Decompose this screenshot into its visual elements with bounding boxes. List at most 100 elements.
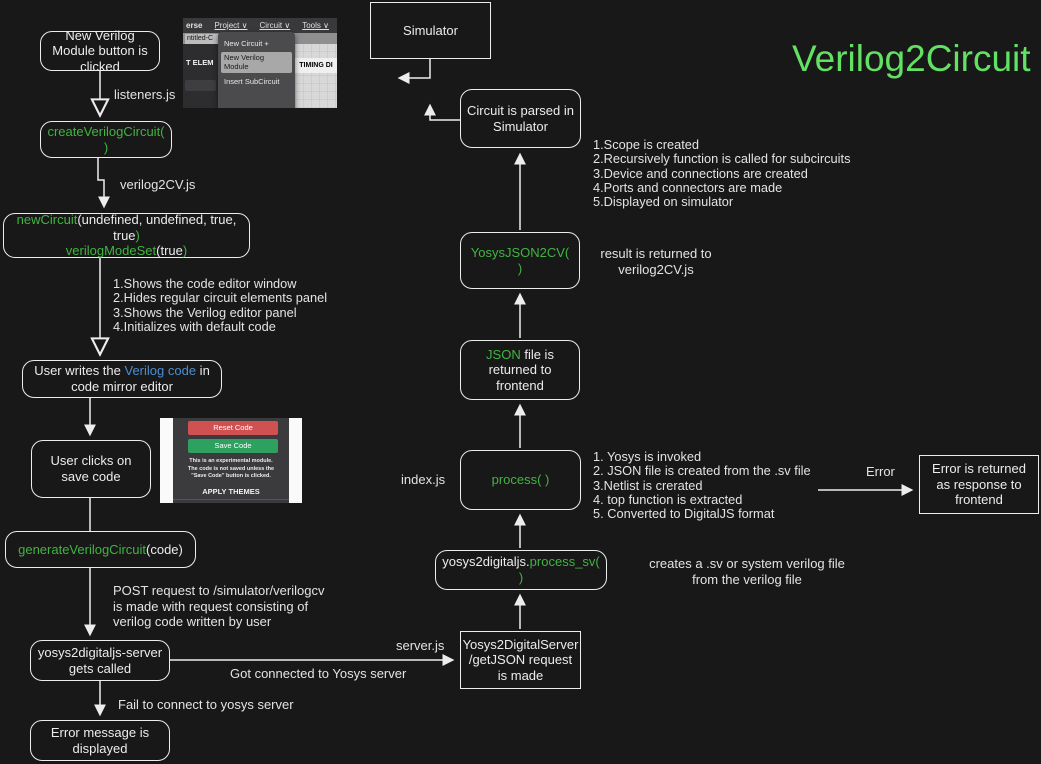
menu-item-project: Project ∨ (214, 21, 248, 30)
annotation-line: 4.Initializes with default code (113, 318, 276, 334)
arrow-simulator-out (397, 59, 431, 84)
verilog-code-link: Verilog code (124, 363, 197, 379)
apply-themes-label: APPLY THEMES (202, 487, 260, 496)
node-label: User writes the Verilog code in code mir… (29, 363, 215, 394)
node-user-writes: User writes the Verilog code in code mir… (22, 360, 222, 398)
circuitverse-logo: erse (186, 21, 203, 30)
annotation-line: 4.Ports and connectors are made (593, 179, 783, 195)
code-fn: newCircuit (16, 212, 78, 228)
annotation-line: 2. JSON file is created from the .sv fil… (593, 463, 811, 479)
dropdown-item-new-circuit: New Circuit + (224, 39, 269, 48)
code-paren: ) (182, 243, 188, 259)
node-label: Circuit is parsed in Simulator (467, 102, 574, 134)
annotation-line: 1.Scope is created (593, 137, 699, 152)
annotation-line: 1. Yosys is invoked (593, 449, 702, 464)
node-circuit-parsed: Circuit is parsed in Simulator (460, 89, 581, 148)
screenshot-verilog-panel: Reset Code Save Code This is an experime… (160, 418, 302, 503)
dropdown-item-new-verilog-module: New Verilog Module (221, 52, 292, 74)
node-label: Yosys2DigitalServer /getJSON request is … (462, 636, 579, 683)
node-label: yosys2digitaljs-server gets called (37, 644, 163, 676)
edge-label-error: Error (866, 464, 895, 479)
code-fn: process_sv( ) (518, 554, 600, 585)
node-yosys-json2cv: YosysJSON2CV( ) (460, 232, 580, 289)
edge-label-got-connected: Got connected to Yosys server (230, 666, 407, 681)
annotation-line: 3.Netlist is crerated (593, 477, 703, 493)
node-label: YosysJSON2CV( ) (470, 244, 570, 276)
code-fn: generateVerilogCircuit (18, 541, 147, 557)
code-args: (undefined, undefined, true, true (77, 212, 237, 243)
annotation-line: 2.Recursively function is called for sub… (593, 151, 851, 167)
screenshot-circuitverse-menu: erse Project ∨ Circuit ∨ Tools ∨ He ntit… (183, 18, 337, 108)
node-error-message: Error message is displayed (30, 720, 170, 761)
node-line-1: newCircuit(undefined, undefined, true, t… (10, 212, 243, 243)
edge-label-index-js: index.js (401, 472, 446, 487)
timing-diagram-button: TIMING DI (295, 58, 337, 73)
node-label: process( ) (491, 472, 550, 488)
node-user-clicks-save: User clicks on save code (31, 440, 151, 498)
annotation-line: 5.Displayed on simulator (593, 194, 734, 210)
node-generate-verilog-circuit: generateVerilogCircuit(code) (5, 531, 196, 568)
annotation-process-steps: 1. Yosys is invoked 2. JSON file is crea… (593, 449, 811, 522)
node-new-verilog-clicked: New Verilog Module button is clicked (40, 28, 160, 74)
node-label: New Verilog Module button is clicked (52, 27, 148, 74)
node-json-returned: JSON file is returned to frontend (460, 340, 580, 400)
node-yosys2digital-server: Yosys2DigitalServer /getJSON request is … (460, 631, 581, 689)
annotation-line: 3.Device and connections are created (593, 165, 808, 181)
annotation-line: 2.Hides regular circuit elements panel (113, 290, 328, 306)
text-segment: file is returned to frontend (488, 346, 554, 393)
edge-label-server-js: server.js (396, 638, 445, 653)
code-args: (code) (146, 541, 183, 557)
text-segment: yosys2digitaljs. (442, 554, 530, 570)
menu-item-tools: Tools ∨ (302, 21, 329, 30)
node-process: process( ) (460, 450, 581, 510)
node-label: Simulator (403, 22, 458, 38)
text-segment: in code mirror editor (71, 363, 210, 394)
node-error-returned: Error is returned as response to fronten… (919, 455, 1039, 514)
node-create-verilog-circuit: createVerilogCircuit( ) (40, 121, 172, 158)
experimental-note: This is an experimental module. The code… (187, 458, 275, 479)
edge-label-verilog2cv-js: verilog2CV.js (120, 177, 196, 192)
annotation-line: 5. Converted to DigitalJS format (593, 506, 775, 522)
node-label: yosys2digitaljs.process_sv( ) (442, 554, 600, 585)
annotation-line: 3.Shows the Verilog editor panel (113, 304, 297, 320)
arrow-parsed-to-simulator (424, 103, 460, 121)
page-title: Verilog2Circuit (792, 38, 1031, 79)
node-label: Error message is displayed (50, 724, 150, 756)
node-new-circuit: newCircuit(undefined, undefined, true, t… (3, 212, 250, 259)
annotation-line: 1.Shows the code editor window (113, 276, 297, 291)
edge-label-post-request: POST request to /simulator/verilogcv is … (113, 583, 325, 629)
arrow-create-to-newcircuit (97, 158, 110, 209)
edge-label-creates-sv: creates a .sv or system verilog file fro… (649, 556, 845, 587)
annotation-line: 4. top function is extracted (593, 491, 743, 507)
reset-code-button: Reset Code (188, 421, 278, 435)
node-simulator: Simulator (370, 2, 491, 59)
annotation-parse-steps: 1.Scope is created 2.Recursively functio… (593, 137, 851, 210)
dropdown-item-insert-subcircuit: Insert SubCircuit (224, 77, 280, 87)
circuit-tab-untitled: ntitled-C (185, 34, 229, 44)
code-fn: JSON (486, 346, 521, 362)
node-process-sv: yosys2digitaljs.process_sv( ) (435, 550, 607, 590)
elements-search-input (185, 80, 216, 91)
edge-label-listeners-js: listeners.js (114, 87, 176, 102)
code-fn: verilogModeSet (65, 243, 157, 259)
panel-divider (173, 499, 289, 500)
edge-label-result-returned: result is returned to verilog2CV.js (600, 246, 712, 277)
circuit-dropdown-menu: New Circuit + New Verilog Module Insert … (218, 32, 295, 108)
node-yosys-server-called: yosys2digitaljs-server gets called (30, 640, 170, 681)
code-args: (true (156, 243, 183, 259)
menu-navbar: erse Project ∨ Circuit ∨ Tools ∨ He (183, 18, 337, 33)
node-label: JSON file is returned to frontend (467, 347, 573, 394)
circuit-elements-label: T ELEM (186, 58, 214, 67)
panel-right-gutter (289, 418, 302, 503)
edge-label-fail-connect: Fail to connect to yosys server (118, 697, 294, 712)
text-segment: User writes the (34, 363, 125, 379)
node-label: generateVerilogCircuit(code) (18, 542, 183, 558)
node-label: User clicks on save code (50, 453, 132, 484)
menu-item-circuit: Circuit ∨ (259, 21, 291, 30)
node-label: Error is returned as response to fronten… (932, 461, 1026, 508)
save-code-button: Save Code (188, 439, 278, 453)
code-paren: ) (135, 227, 140, 243)
annotation-editor-steps: 1.Shows the code editor window 2.Hides r… (113, 276, 328, 334)
circuit-elements-panel (183, 44, 218, 108)
